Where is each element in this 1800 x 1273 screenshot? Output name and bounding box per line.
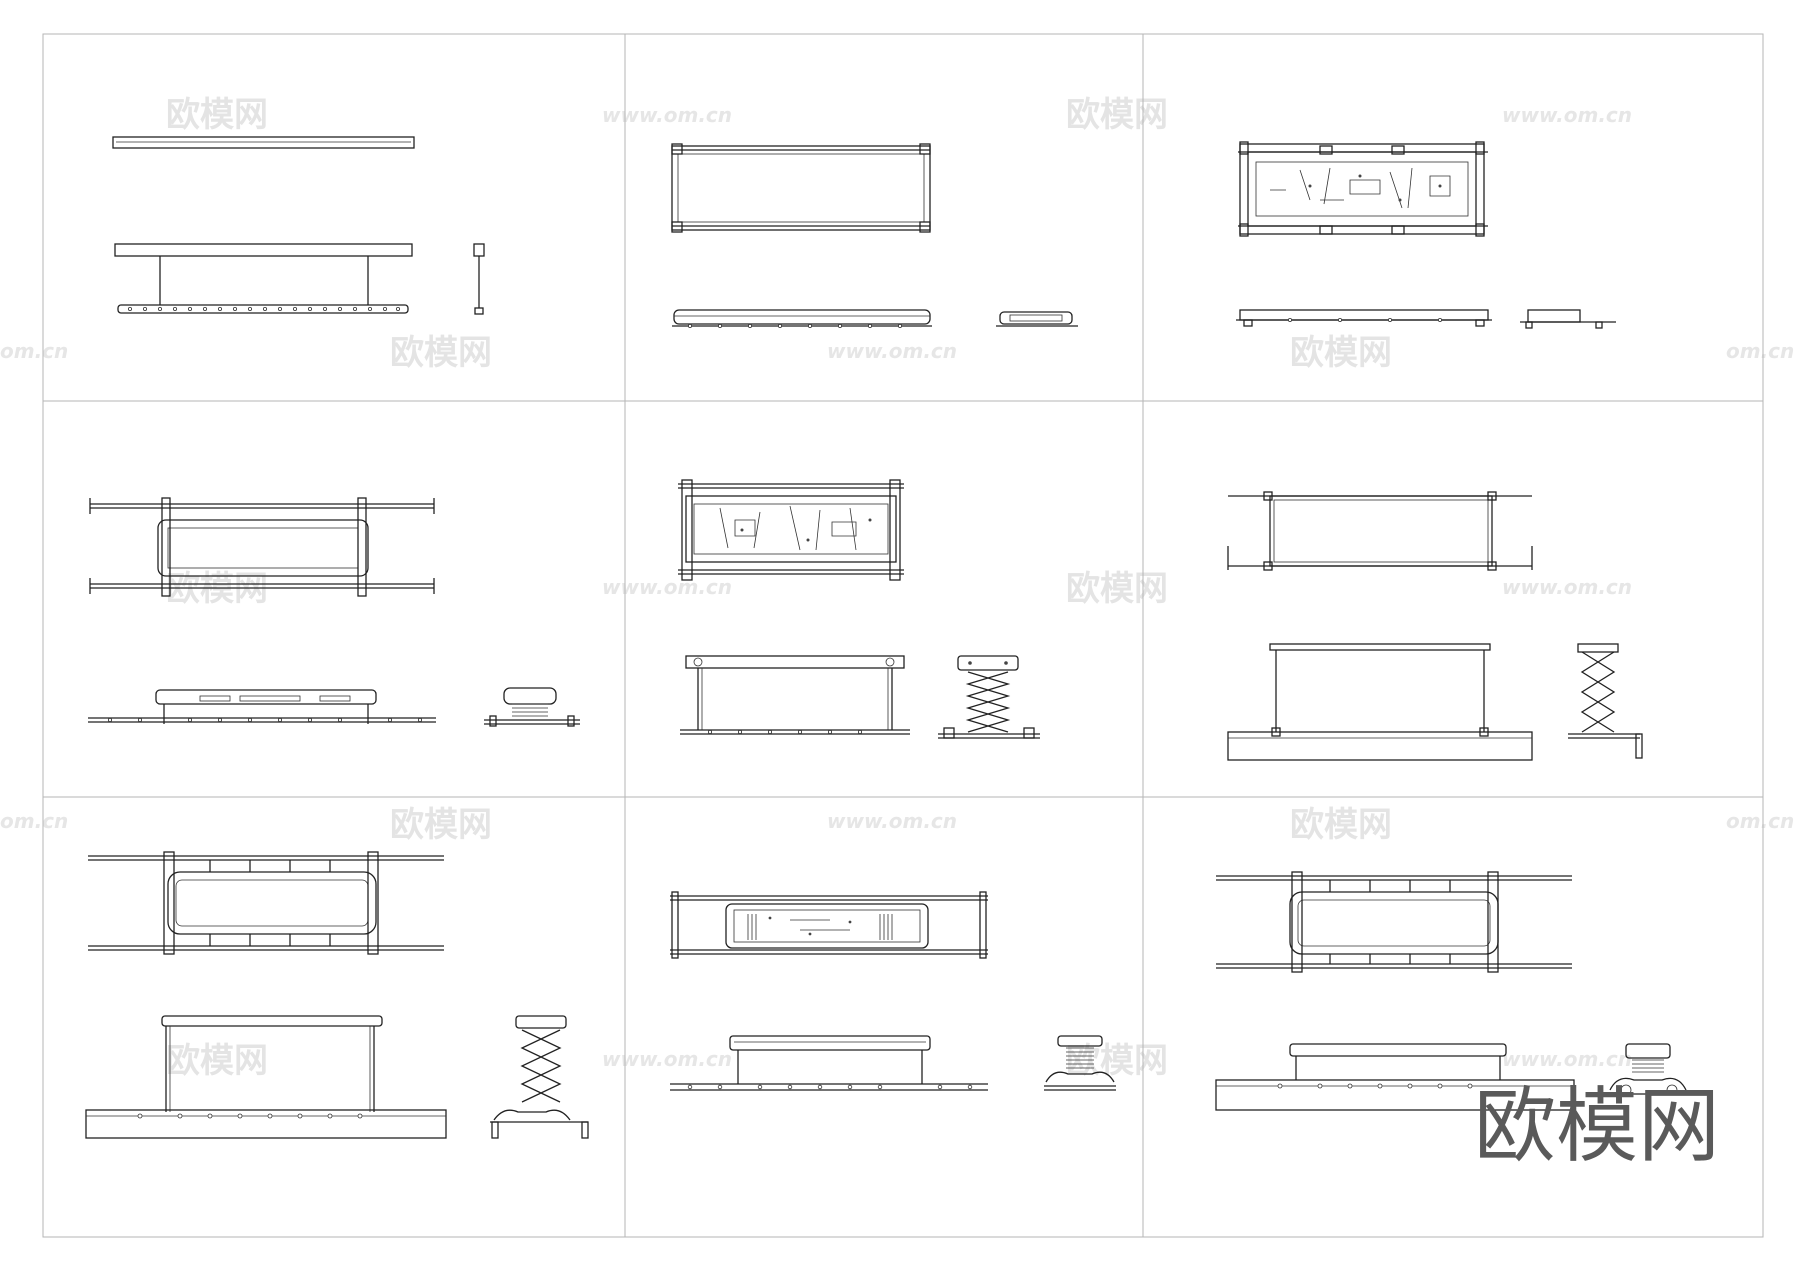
watermark-logo: 欧模网 [1066,1041,1168,1081]
panel-3-2 [670,891,1116,1091]
side-view [1044,1035,1116,1091]
watermark-logo: 欧模网 [390,333,492,373]
top-view [1216,871,1572,973]
front-view [1227,643,1533,761]
watermark-url: www.om.cn [827,339,957,363]
watermark-url: www.om.cn [1502,1047,1632,1071]
panel-1-3 [1236,141,1616,329]
panel-3-3 [1215,871,1690,1111]
watermark-logo: 欧模网 [166,569,268,609]
side-view [1568,643,1643,759]
watermark-url-edge: om.cn [1726,339,1794,363]
watermark-logo: 欧模网 [166,1041,268,1081]
front-view [672,309,932,328]
front-view [1215,1043,1575,1111]
side-view [938,655,1040,739]
side-view [1606,1043,1690,1096]
watermark-logo: 欧模网 [1290,333,1392,373]
top-view [89,497,435,597]
watermark-url: www.om.cn [827,809,957,833]
top-view [1238,141,1488,237]
front-view [670,1035,988,1091]
brand-logo-watermark: 欧模网 [1474,1079,1720,1174]
watermark-logo: 欧模网 [1290,805,1392,845]
sheet-border [42,33,1764,1238]
sheet-grid [42,33,1764,1238]
side-view [484,687,580,727]
watermark-url: www.om.cn [1502,575,1632,599]
watermark-url-edge: om.cn [0,339,68,363]
top-view [1227,491,1533,571]
watermark-logo: 欧模网 [1066,569,1168,609]
watermark-logo: 欧模网 [166,95,268,135]
watermark-url: www.om.cn [602,1047,732,1071]
side-view [996,311,1078,327]
panel-1-2 [671,143,1078,328]
panel-1-1 [112,136,485,315]
front-view [680,655,910,735]
side-view [473,243,485,315]
watermark-url: www.om.cn [1502,103,1632,127]
front-view [88,689,436,724]
watermark-url-edge: om.cn [1726,809,1794,833]
panel-3-1 [85,851,589,1139]
watermark-url: www.om.cn [602,575,732,599]
side-view [490,1015,589,1139]
top-view [88,851,444,955]
top-view [678,479,904,581]
side-view [1520,309,1616,329]
front-view [85,1015,447,1139]
front-view [1236,309,1492,327]
watermark-url-edge: om.cn [0,809,68,833]
panel-2-3 [1227,491,1643,761]
drying-rail-holes [127,306,400,311]
top-view [112,136,415,149]
front-view [114,243,413,314]
watermark-logo: 欧模网 [390,805,492,845]
top-view [670,891,988,959]
top-view [671,143,931,233]
panel-2-2 [678,479,1040,739]
watermark-logo: 欧模网 [1066,95,1168,135]
panel-2-1 [88,497,580,727]
watermark-url: www.om.cn [602,103,732,127]
